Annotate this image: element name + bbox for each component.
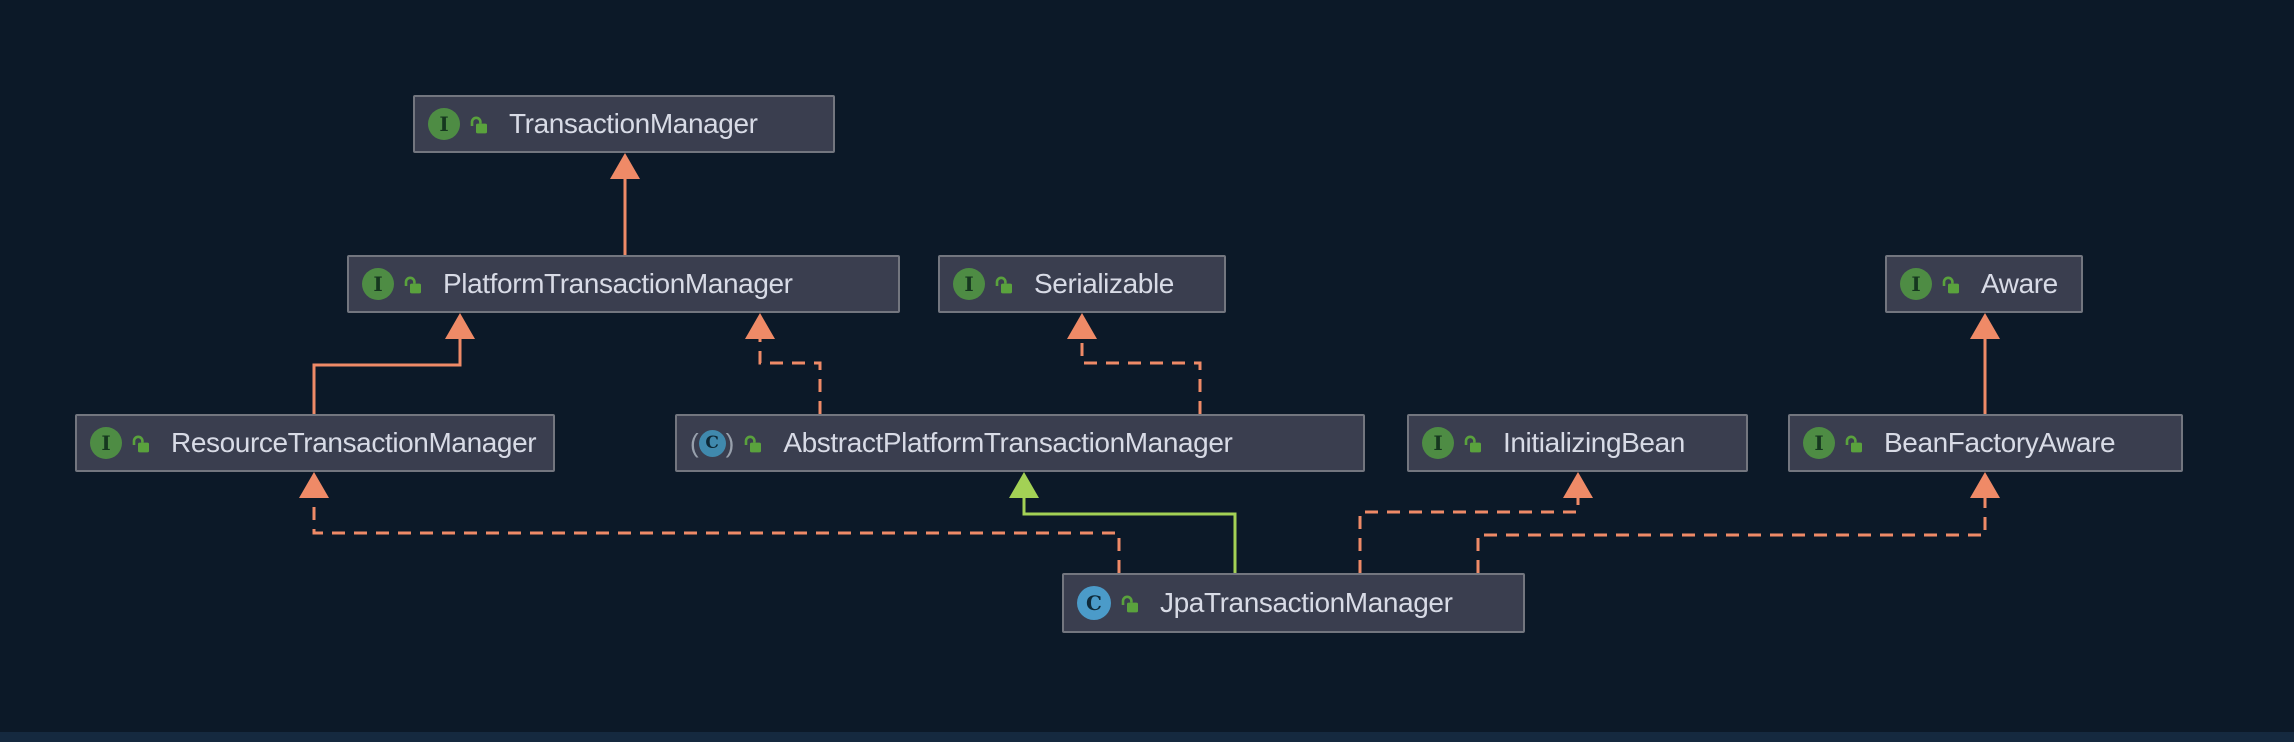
class-node-platform-transaction-manager[interactable]: I PlatformTransactionManager <box>347 255 900 313</box>
public-unlocked-icon <box>402 274 423 295</box>
class-name-label: Aware <box>1981 268 2058 299</box>
abstract-class-icon: C <box>690 429 734 457</box>
window-bottom-edge <box>0 732 2294 742</box>
class-node-abstract-platform-transaction-manager[interactable]: C AbstractPlatformTransactionManager <box>675 414 1365 472</box>
class-node-aware[interactable]: I Aware <box>1885 255 2083 313</box>
public-unlocked-icon <box>742 433 763 454</box>
interface-icon: I <box>1422 427 1454 459</box>
interface-icon: I <box>1803 427 1835 459</box>
class-name-label: AbstractPlatformTransactionManager <box>783 427 1233 458</box>
class-name-label: TransactionManager <box>509 108 758 139</box>
class-name-label: InitializingBean <box>1503 427 1685 458</box>
public-unlocked-icon <box>1462 433 1483 454</box>
class-name-label: PlatformTransactionManager <box>443 268 793 299</box>
class-node-transaction-manager[interactable]: I TransactionManager <box>413 95 835 153</box>
interface-icon: I <box>90 427 122 459</box>
interface-icon: I <box>1900 268 1932 300</box>
class-name-label: JpaTransactionManager <box>1160 587 1453 618</box>
public-unlocked-icon <box>130 433 151 454</box>
class-name-label: ResourceTransactionManager <box>171 427 537 458</box>
class-node-serializable[interactable]: I Serializable <box>938 255 1226 313</box>
public-unlocked-icon <box>1940 274 1961 295</box>
interface-icon: I <box>362 268 394 300</box>
interface-icon: I <box>428 108 460 140</box>
class-icon: C <box>1077 586 1111 620</box>
class-node-resource-transaction-manager[interactable]: I ResourceTransactionManager <box>75 414 555 472</box>
class-node-jpa-transaction-manager[interactable]: C JpaTransactionManager <box>1062 573 1525 633</box>
public-unlocked-icon <box>1119 593 1140 614</box>
class-node-bean-factory-aware[interactable]: I BeanFactoryAware <box>1788 414 2183 472</box>
public-unlocked-icon <box>468 114 489 135</box>
public-unlocked-icon <box>993 274 1014 295</box>
class-name-label: Serializable <box>1034 268 1174 299</box>
class-node-initializing-bean[interactable]: I InitializingBean <box>1407 414 1748 472</box>
public-unlocked-icon <box>1843 433 1864 454</box>
class-name-label: BeanFactoryAware <box>1884 427 2116 458</box>
interface-icon: I <box>953 268 985 300</box>
